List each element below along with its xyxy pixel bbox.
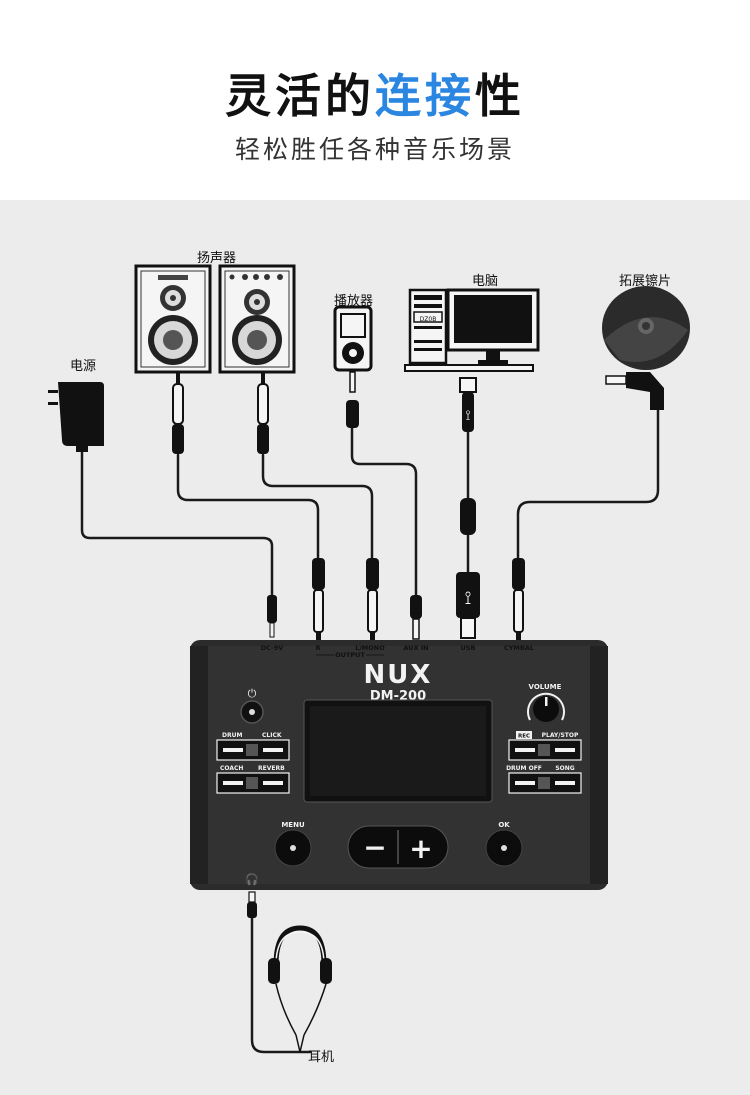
drum-off-label: DRUM OFF (506, 765, 542, 772)
lcd-screen (303, 699, 493, 803)
speaker-right-jack (257, 372, 269, 454)
reverb-button[interactable] (263, 781, 283, 785)
drumoff-song-buttons[interactable]: DRUM OFF SONG (506, 765, 582, 794)
svg-text:⟟: ⟟ (465, 588, 472, 609)
speaker-left-cable (176, 453, 320, 560)
minus-button[interactable]: − (363, 831, 386, 864)
rec-play-buttons[interactable]: REC PLAY/STOP (508, 731, 582, 761)
reverb-label: REVERB (258, 765, 285, 772)
song-button[interactable] (555, 781, 575, 785)
dc-plug (267, 595, 277, 638)
cymbal-cable (516, 403, 660, 560)
label-speakers: 扬声器 (197, 251, 237, 266)
aux-in-plug (410, 595, 422, 640)
headphones-icon (268, 925, 332, 1053)
port-label-cymbal: CYMBAL (504, 644, 534, 652)
left-buttons: DRUM CLICK COACH REVERB (220, 732, 285, 772)
speaker-left (134, 264, 212, 374)
drum-click-buttons[interactable] (216, 739, 290, 761)
music-player-icon (333, 305, 373, 428)
title-part-1: 灵活的 (225, 69, 375, 123)
usb-b-plug: ⟟ (456, 572, 480, 639)
menu-button[interactable] (274, 829, 312, 867)
song-label: SONG (555, 765, 574, 772)
title-part-2: 性 (475, 69, 525, 123)
port-label-dc: DC-9V (261, 644, 284, 652)
svg-text:⟟: ⟟ (465, 408, 470, 424)
tower-badge: DZ0B (420, 316, 437, 323)
power-button[interactable]: ⏻ (240, 687, 264, 724)
drum-off-button[interactable] (515, 781, 535, 785)
plus-button[interactable]: + (409, 832, 432, 865)
page-subtitle: 轻松胜任各种音乐场景 (234, 135, 515, 164)
power-adapter-icon (48, 382, 104, 452)
title-highlight: 连接 (375, 69, 475, 123)
cymbal-plug (512, 558, 525, 640)
brand-logo: NUX (364, 660, 433, 690)
drum-button[interactable] (223, 748, 243, 752)
cymbal-pad-icon (602, 286, 690, 410)
menu-label: MENU (281, 821, 305, 829)
rec-button[interactable] (515, 748, 535, 752)
label-cymbal: 拓展镲片 (619, 274, 672, 289)
player-cable (350, 426, 418, 597)
ok-button[interactable] (485, 829, 523, 867)
usb-ferrite-bead (460, 498, 476, 535)
cables (80, 403, 660, 1054)
ok-label: OK (498, 821, 510, 829)
drum-label: DRUM (222, 732, 242, 739)
port-label-lmono: L/MONO (355, 644, 385, 652)
output-r-plug (312, 558, 325, 640)
click-label: CLICK (262, 732, 282, 739)
speaker-left-jack (172, 372, 184, 454)
volume-knob[interactable] (527, 692, 565, 722)
label-computer: 电脑 (472, 274, 499, 289)
minus-plus-rocker[interactable]: − + (347, 825, 449, 869)
output-l-plug (366, 558, 379, 640)
computer-icon: DZ0B ⟟ (404, 288, 540, 432)
page-title: 灵活的连接性 (0, 60, 750, 126)
label-player: 播放器 (334, 294, 374, 309)
speaker-right-cable (261, 453, 374, 560)
port-label-output: OUTPUT (335, 651, 365, 659)
headphone-jack-icon: 🎧 (245, 873, 259, 886)
volume-label: VOLUME (529, 683, 562, 691)
play-stop-label: PLAY/STOP (542, 732, 579, 739)
power-cable (80, 448, 274, 597)
label-power: 电源 (70, 359, 97, 374)
port-label-usb: USB (461, 644, 476, 652)
rec-label: REC (518, 734, 530, 740)
header: 灵活的连接性 轻松胜任各种音乐场景 (0, 0, 750, 200)
port-labels: DC-9V R L/MONO OUTPUT AUX IN USB CYMBAL (261, 644, 534, 659)
power-icon: ⏻ (248, 687, 257, 700)
speaker-right (218, 264, 296, 374)
coach-label: COACH (220, 765, 243, 772)
click-button[interactable] (263, 748, 283, 752)
coach-reverb-buttons[interactable] (216, 772, 290, 794)
coach-button[interactable] (223, 781, 243, 785)
headphone-plug (247, 891, 257, 918)
headphone-cable (250, 913, 312, 1054)
play-stop-button[interactable] (555, 748, 575, 752)
label-headphones: 耳机 (308, 1050, 335, 1065)
port-label-r: R (315, 644, 320, 652)
port-label-auxin: AUX IN (403, 644, 428, 652)
